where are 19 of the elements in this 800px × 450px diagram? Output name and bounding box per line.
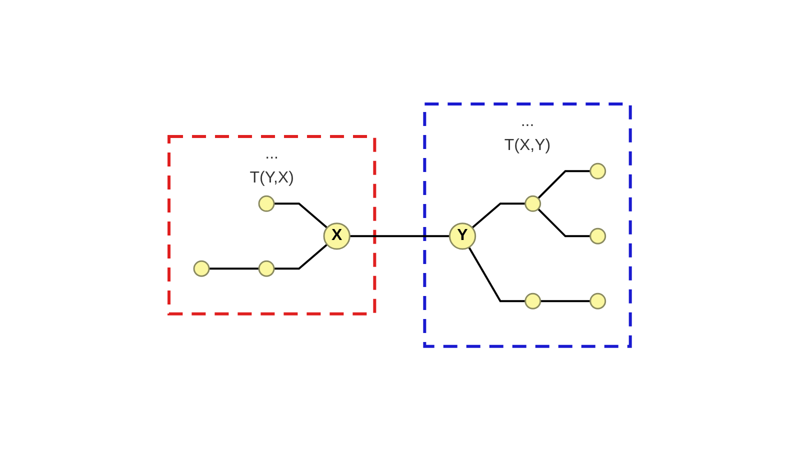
connector (468, 246, 526, 302)
connector (274, 244, 328, 270)
connector (274, 202, 328, 228)
node-circle (194, 260, 210, 277)
node-circle (258, 195, 276, 212)
node-circle (590, 292, 606, 310)
node-circle (258, 260, 276, 277)
node-circle: X (324, 222, 351, 250)
node-circle (590, 162, 606, 180)
node-circle (524, 292, 542, 310)
connector (540, 300, 591, 302)
connector (538, 170, 591, 199)
connector (350, 235, 450, 237)
connector (472, 202, 526, 228)
node-circle (590, 228, 606, 244)
node-circle: Y (449, 222, 476, 250)
connector (209, 268, 260, 270)
connector (538, 208, 591, 237)
node-circle (524, 195, 542, 212)
